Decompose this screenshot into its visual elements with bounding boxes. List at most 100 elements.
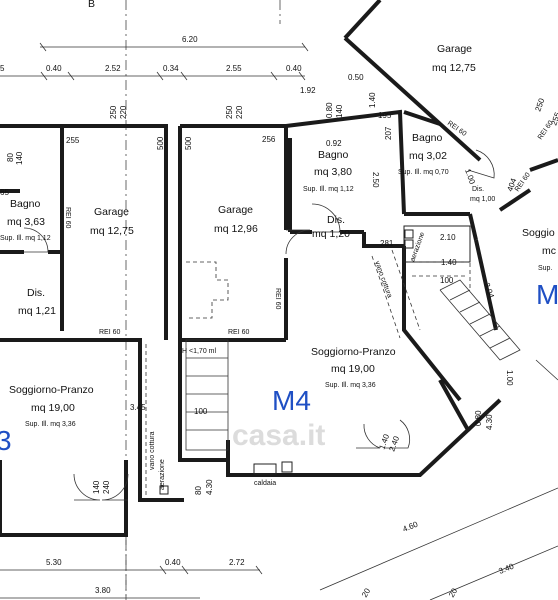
door-arc [285, 229, 311, 255]
stairs [185, 261, 521, 451]
dim-label: 2.52 [105, 64, 121, 73]
aerazione-label: aerazione [409, 231, 426, 262]
dim-label: 5 [0, 64, 5, 73]
room-sup-soggio-edge: Sup. [538, 265, 552, 272]
header-letter: B [88, 0, 95, 10]
door-arc [535, 359, 558, 381]
height-note: H <1,70 ml [182, 348, 216, 355]
room-name-garage-2: Garage [218, 204, 253, 216]
dim-label: 6.20 [182, 35, 198, 44]
dim-label: 140 [92, 480, 101, 494]
dim-label: 500 [184, 136, 193, 150]
room-area-garage-1: mq 12,75 [90, 225, 134, 237]
room-name-bagno-right: Bagno [412, 132, 443, 144]
dim-label: 5.30 [46, 558, 62, 567]
door-arc [356, 423, 381, 449]
dim-label: 140 [335, 104, 344, 118]
rei-label: REI 60 [274, 288, 281, 310]
dim-label: 2.50 [371, 172, 380, 188]
room-area-soggiorno-m4: mq 19,00 [331, 363, 375, 375]
room-name-dis-right: Dis. [472, 186, 484, 193]
room-sup-soggiorno-m4: Sup. Ill. mq 3,36 [325, 382, 376, 389]
door-arc [73, 473, 101, 501]
dim-label: 0.40 [46, 64, 62, 73]
room-area-bagno-left: mq 3,63 [7, 216, 45, 228]
dim-label: 1.40 [441, 258, 457, 267]
caldaia-label: caldaia [254, 480, 276, 487]
dim-label: 255 [66, 136, 80, 145]
room-area-soggiorno-left: mq 19,00 [31, 402, 75, 414]
dim-label: 1.00 [463, 168, 477, 186]
door-arc [23, 227, 49, 253]
bottom-dimensions [0, 487, 558, 600]
dim-label: 220 [235, 105, 244, 119]
dim-label: 500 [156, 136, 165, 150]
room-name-soggiorno-m4: Soggiorno-Pranzo [311, 346, 396, 358]
dim-label: 0.80 [474, 410, 483, 426]
room-name-bagno-left: Bagno [10, 198, 41, 210]
dim-label: 65 [0, 188, 9, 197]
rei-label: REI 60 [64, 207, 71, 229]
dim-label: 4.30 [485, 414, 494, 430]
dim-label: 207 [384, 126, 393, 140]
dim-label: 100 [194, 407, 208, 416]
dim-label: 80 [6, 153, 15, 162]
unit-label-left-partial: 3 [0, 425, 12, 456]
unit-label-right-partial: M [536, 279, 558, 310]
room-area-dis-left: mq 1,21 [18, 305, 56, 317]
dim-label: 80 [194, 486, 203, 495]
room-area-dis-mid: mq 1,20 [312, 228, 350, 240]
dim-label: 4.60 [401, 519, 419, 533]
dim-label: 100 [440, 276, 454, 285]
dim-label: 404 [505, 177, 518, 193]
watermark-text: casa.it [232, 419, 325, 452]
dim-label: 3.80 [95, 586, 111, 595]
door-arc [467, 149, 495, 179]
dim-label: 4.30 [205, 479, 214, 495]
dim-label: 3.40 [497, 561, 515, 575]
dim-label: 195 [378, 111, 392, 120]
rei-label: REI 60 [99, 329, 121, 336]
dim-label: 250 [533, 97, 546, 113]
room-name-bagno-mid: Bagno [318, 149, 349, 161]
dim-label: 281 [380, 239, 394, 248]
dim-label: 1.00 [505, 370, 514, 386]
dim-label: 0.34 [163, 64, 179, 73]
room-name-soggio-edge: Soggio [522, 227, 555, 239]
room-name-dis-left: Dis. [27, 287, 45, 299]
dim-label: 2.55 [226, 64, 242, 73]
dim-label: 1.40 [368, 92, 377, 108]
dim-label: 2.72 [229, 558, 245, 567]
dim-label: 0.50 [348, 73, 364, 82]
room-sup-bagno-right: Sup. Ill. mq 0,70 [398, 169, 449, 176]
room-sup-bagno-mid: Sup. Ill. mq 1,12 [303, 186, 354, 193]
details [145, 225, 471, 496]
dim-label: 0.92 [326, 139, 342, 148]
dim-label: 20 [360, 586, 373, 599]
rei-label: REI 60 [228, 329, 250, 336]
doors [23, 149, 558, 501]
room-name-garage-1: Garage [94, 206, 129, 218]
walls [0, 0, 558, 537]
dim-label: 250 [109, 105, 118, 119]
room-name-garage-3: Garage [437, 43, 472, 55]
room-area-soggio-edge: mc [542, 245, 556, 257]
dim-label: 220 [119, 105, 128, 119]
room-sup-soggiorno-left: Sup. Ill. mq 3,36 [25, 421, 76, 428]
unit-label-m4: M4 [272, 385, 311, 416]
dim-label: 0.80 [325, 102, 334, 118]
dim-label: 2.10 [440, 233, 456, 242]
dim-label: 0.40 [286, 64, 302, 73]
room-area-bagno-mid: mq 3,80 [314, 166, 352, 178]
dim-label: 240 [102, 480, 111, 494]
dim-label: 250 [225, 105, 234, 119]
aerazione-label: aerazione [159, 459, 166, 490]
dim-label: 3.04 [482, 282, 496, 300]
door-arc [311, 203, 341, 233]
room-area-garage-3: mq 12,75 [432, 62, 476, 74]
top-dimensions [0, 42, 309, 81]
vano-cottura-label: vano cottura [373, 260, 393, 299]
door-arc [384, 419, 411, 449]
room-area-bagno-right: mq 3,02 [409, 150, 447, 162]
